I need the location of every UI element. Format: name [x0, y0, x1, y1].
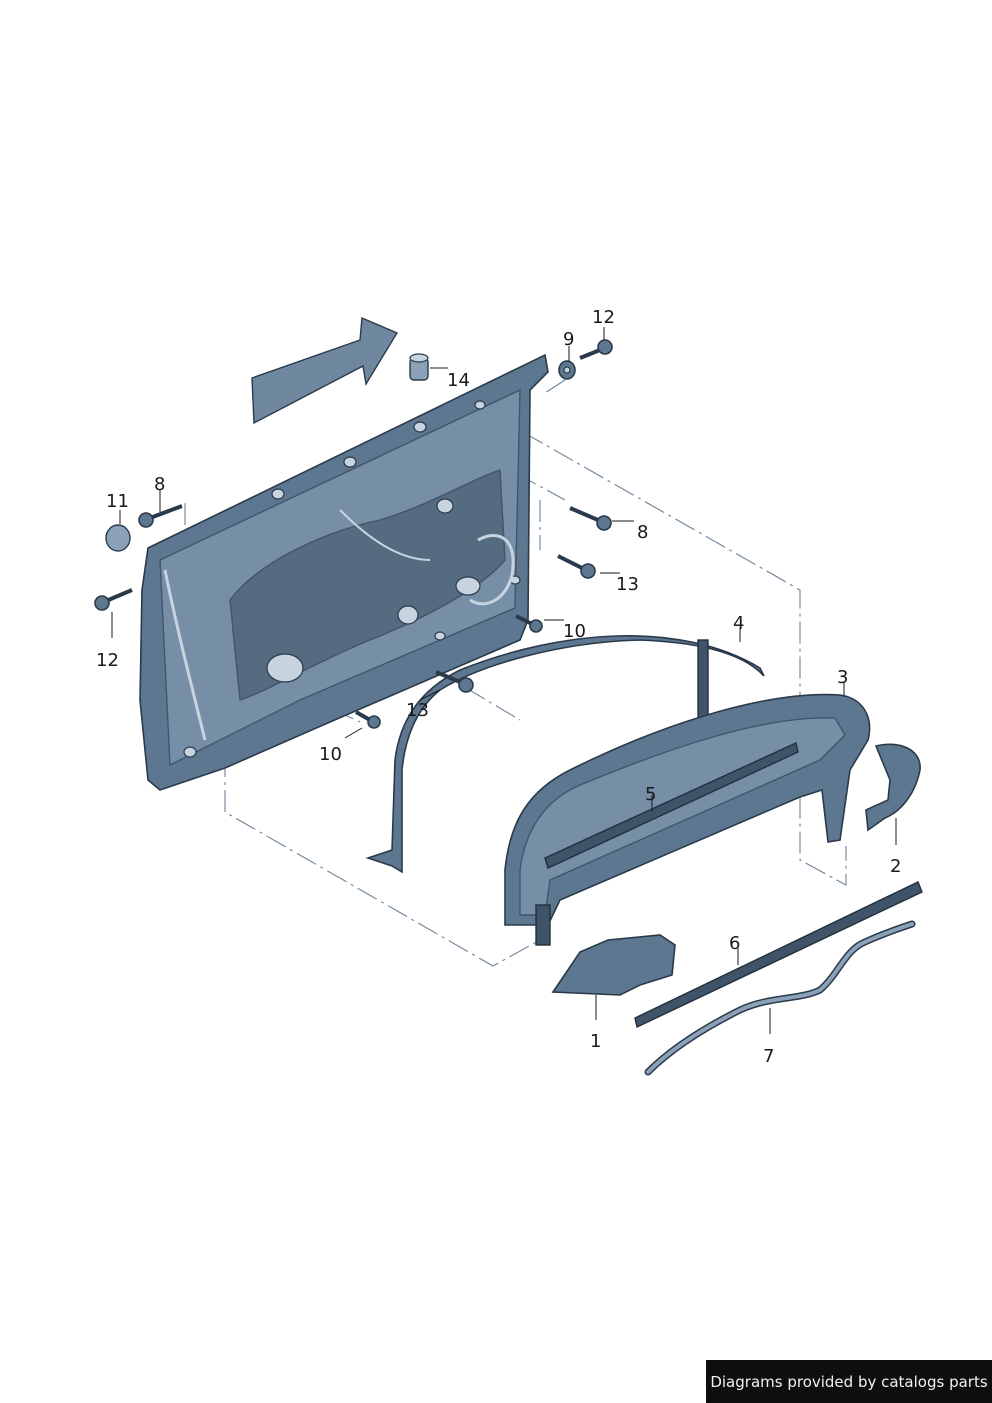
- window-guide-strip: [544, 742, 799, 869]
- callout-1: 1: [590, 1031, 601, 1052]
- callout-3: 3: [837, 667, 848, 688]
- callout-8-right: 8: [637, 522, 648, 543]
- callout-4: 4: [733, 613, 744, 634]
- fastener-bolt: [580, 563, 596, 579]
- fastener-bolt: [94, 595, 110, 611]
- credit-banner: Diagrams provided by catalogs parts: [706, 1360, 992, 1403]
- fastener-bolt: [138, 512, 154, 528]
- fastener-plug: [105, 524, 131, 552]
- credit-text: Diagrams provided by catalogs parts: [710, 1372, 988, 1391]
- corner-cover: [865, 743, 921, 832]
- callout-5: 5: [645, 784, 656, 805]
- fastener-screw: [367, 715, 381, 729]
- callout-13-right: 13: [616, 574, 639, 595]
- callout-10-right: 10: [563, 621, 586, 642]
- callout-labels: 1 2 3 4 5 6 7 8 8 9 10 10 11 12 12 13 13…: [96, 307, 901, 1067]
- callout-11: 11: [106, 491, 129, 512]
- callout-2: 2: [890, 856, 901, 877]
- window-frame: [504, 693, 871, 946]
- travel-direction-arrow-icon: [251, 316, 399, 425]
- callout-6: 6: [729, 933, 740, 954]
- callout-8-left: 8: [154, 474, 165, 495]
- callout-12-left: 12: [96, 650, 119, 671]
- callout-12-top: 12: [592, 307, 615, 328]
- fastener-bolt: [458, 677, 474, 693]
- fasteners: [94, 339, 613, 729]
- lower-trim-piece: [551, 934, 676, 996]
- callout-9: 9: [563, 329, 574, 350]
- callout-13-left: 13: [406, 700, 429, 721]
- callout-14: 14: [447, 370, 470, 391]
- outer-belt-weatherstrip: [634, 881, 923, 1029]
- fastener-screw: [529, 619, 543, 633]
- inner-seal-strip: [644, 920, 916, 1076]
- fastener-bolt: [597, 339, 613, 355]
- door-inner-panel: [139, 353, 549, 791]
- callout-7: 7: [763, 1046, 774, 1067]
- leader-lines: [111, 327, 897, 1034]
- callout-10-left: 10: [319, 744, 342, 765]
- fastener-bolt: [596, 515, 612, 531]
